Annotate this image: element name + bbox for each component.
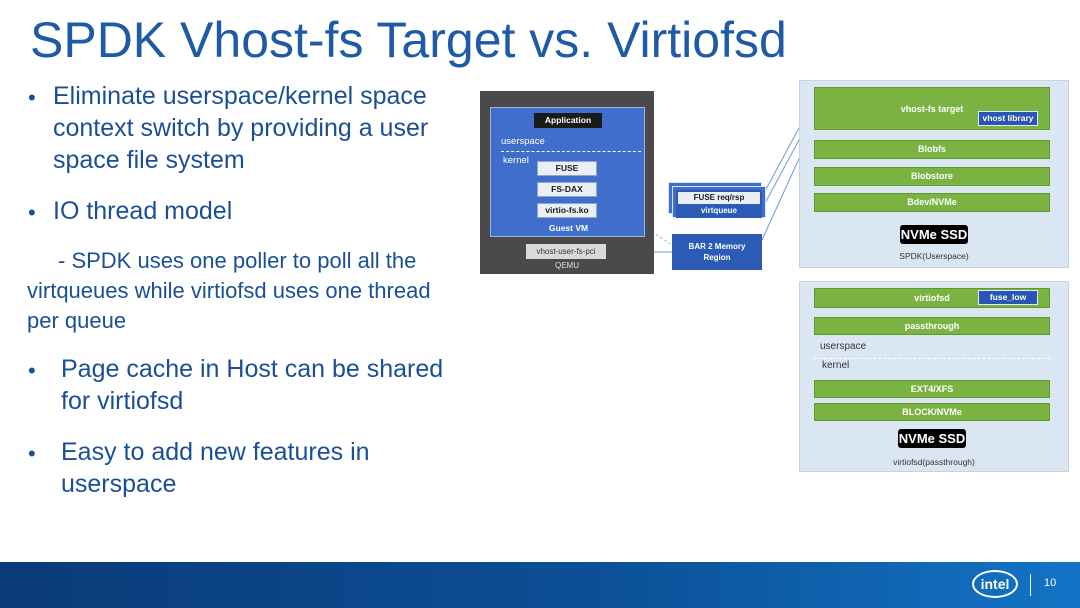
fuse-req-rsp-label: FUSE req/rsp [678, 192, 760, 204]
bullet-2-sub-line-3: per queue [27, 308, 127, 333]
blobstore-bar: Blobstore [814, 167, 1050, 186]
bullet-dot: • [28, 200, 36, 225]
virtqueue-label: virtqueue [700, 206, 737, 215]
bdev-nvme-bar: Bdev/NVMe [814, 193, 1050, 212]
bullet-3-line-1: Page cache in Host can be shared [61, 355, 444, 383]
virtiofsd-nvme-ssd: NVMe SSD [898, 429, 966, 448]
bullet-2: IO thread model [53, 197, 233, 225]
vhost-user-fs-pci-box: vhost-user-fs-pci [526, 244, 606, 259]
passthrough-bar: passthrough [814, 317, 1050, 335]
page-number: 10 [1044, 577, 1057, 589]
bullet-3-line-2: for virtiofsd [61, 387, 184, 415]
spdk-caption: SPDK(Userspace) [899, 251, 969, 261]
footer-divider [1030, 574, 1031, 596]
bullet-4-line-2: userspace [61, 470, 177, 498]
footer-bar: intel 10 [0, 562, 1080, 608]
bullet-2-sub-line-1: - SPDK uses one poller to poll all the [58, 248, 417, 273]
bar2-line-1: BAR 2 Memory [688, 242, 746, 251]
host-kernel-label: kernel [822, 360, 850, 371]
qemu-label: QEMU [555, 261, 579, 270]
guest-vm-box: Application userspace kernel FUSE FS-DAX… [490, 107, 645, 237]
guest-divider [501, 151, 641, 152]
application-box: Application [534, 113, 602, 128]
spdk-panel: vhost-fs target vhost library Blobfs Blo… [799, 80, 1069, 268]
bullet-4-line-1: Easy to add new features in [61, 438, 370, 466]
fuse-box: FUSE [537, 161, 597, 176]
qemu-box: Application userspace kernel FUSE FS-DAX… [480, 91, 654, 274]
fs-dax-box: FS-DAX [537, 182, 597, 197]
host-divider [814, 358, 1050, 359]
host-userspace-label: userspace [820, 341, 867, 352]
bullet-dot: • [28, 85, 36, 110]
fuse-low-box: fuse_low [978, 290, 1038, 305]
blobfs-bar: Blobfs [814, 140, 1050, 159]
guest-userspace-label: userspace [501, 136, 545, 147]
ext4-xfs-bar: EXT4/XFS [814, 380, 1050, 398]
spdk-nvme-ssd: NVMe SSD [900, 225, 968, 244]
intel-logo: intel [972, 570, 1018, 598]
bullet-dot: • [28, 441, 36, 466]
guest-vm-label: Guest VM [548, 223, 589, 233]
virtqueue-box: FUSE req/rsp virtqueue [676, 190, 762, 218]
virtio-fs-box: virtio-fs.ko [537, 203, 597, 218]
block-nvme-bar: BLOCK/NVMe [814, 403, 1050, 421]
bar2-line-2: Region [703, 253, 731, 262]
virtiofsd-caption: virtiofsd(passthrough) [893, 457, 975, 467]
bullet-1-line-3: space file system [53, 146, 245, 174]
vhost-library-box: vhost library [978, 111, 1038, 126]
bullet-1-line-1: Eliminate userspace/kernel space [53, 82, 427, 110]
bar2-memory-region: BAR 2 Memory Region [672, 234, 762, 270]
guest-kernel-label: kernel [503, 155, 529, 166]
bullet-1-line-2: context switch by providing a user [53, 114, 429, 142]
bullet-dot: • [28, 358, 36, 383]
bullet-2-sub-line-2: virtqueues while virtiofsd uses one thre… [27, 278, 431, 303]
slide-title: SPDK Vhost-fs Target vs. Virtiofsd [30, 12, 787, 68]
virtiofsd-panel: virtiofsd fuse_low passthrough userspace… [799, 281, 1069, 472]
